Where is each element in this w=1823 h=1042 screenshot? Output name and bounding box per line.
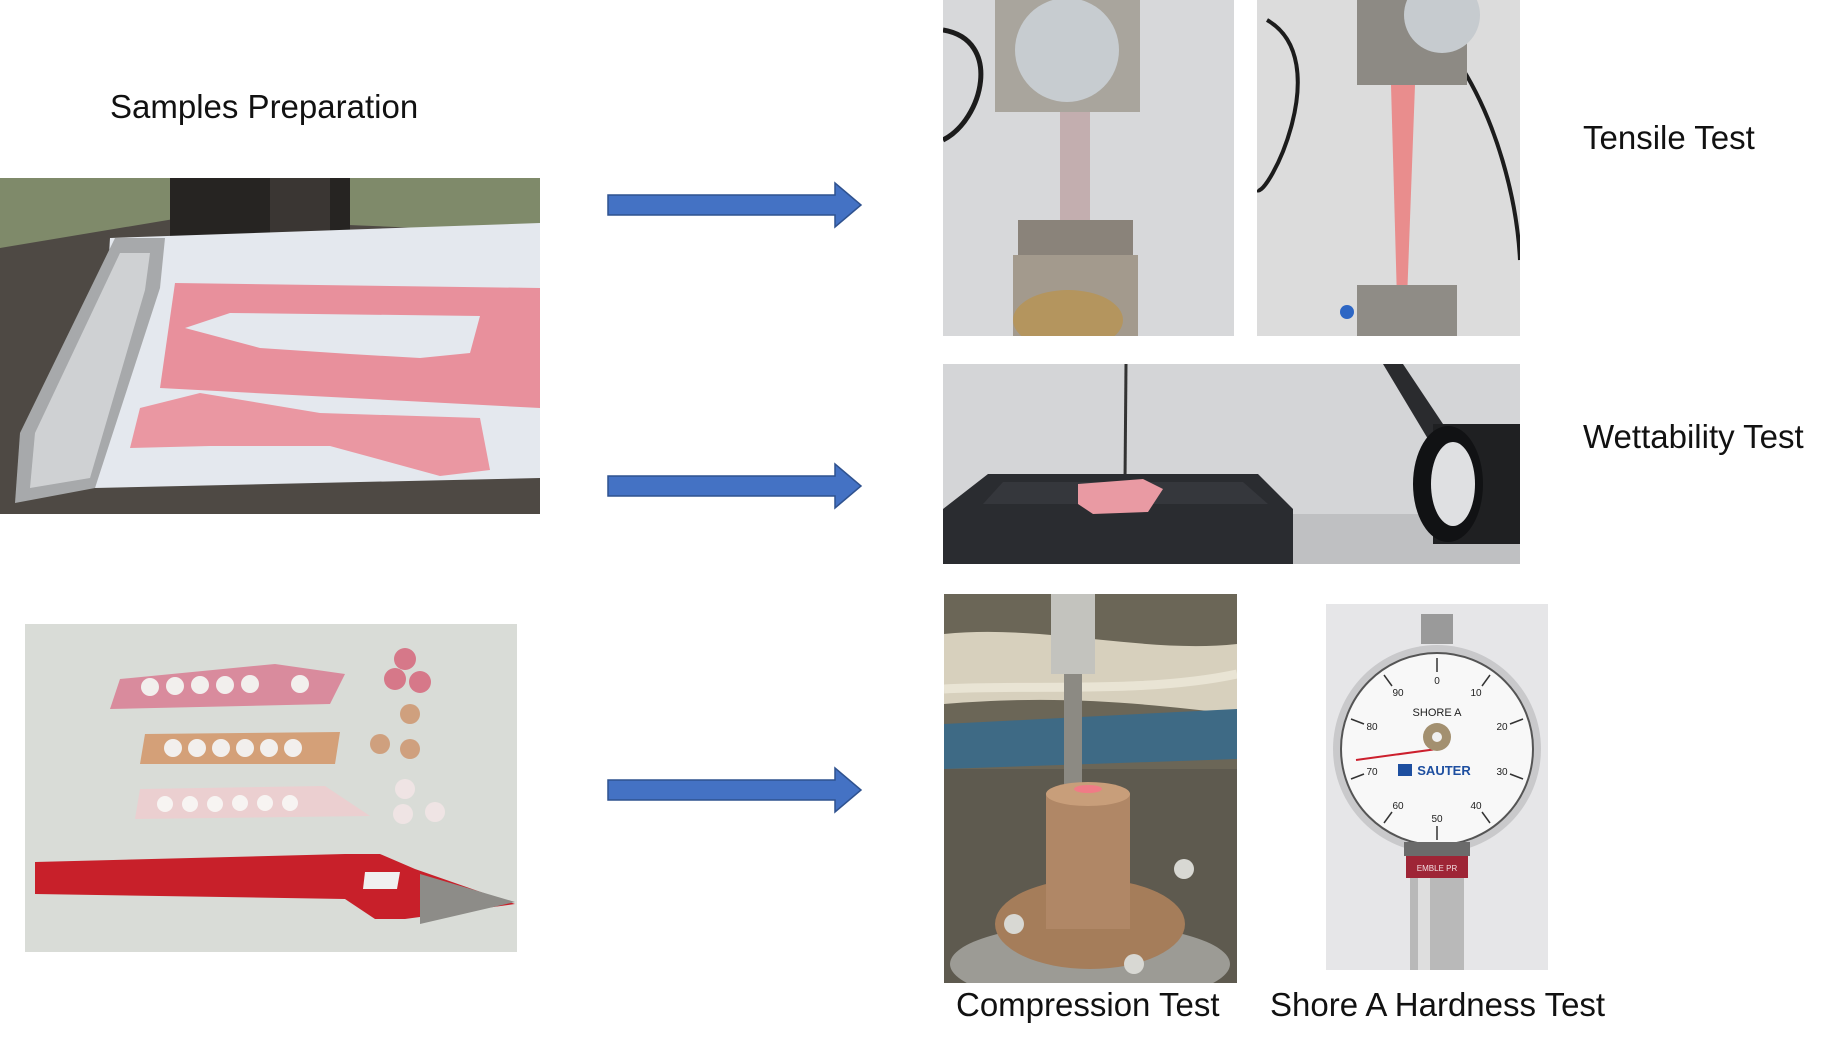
gauge-tick-90: 90 <box>1392 688 1404 699</box>
gauge-scale-label: SHORE A <box>1413 707 1463 719</box>
label-compression-test: Compression Test <box>956 986 1220 1023</box>
label-samples-preparation: Samples Preparation <box>110 88 419 125</box>
arrow-to-tensile <box>607 181 863 229</box>
gauge-tick-60: 60 <box>1392 801 1404 812</box>
photo-tensile-before <box>943 0 1234 336</box>
gauge-tick-10: 10 <box>1470 688 1482 699</box>
photo-shore-gauge: SHORE A 0 10 20 30 40 50 60 70 80 90 SAU… <box>1326 604 1548 970</box>
gauge-tick-0: 0 <box>1434 676 1440 687</box>
gauge-tick-50: 50 <box>1431 814 1443 825</box>
arrow-to-wettability <box>607 462 863 510</box>
arrow-to-compression <box>607 766 863 814</box>
gauge-brand: SAUTER <box>1417 763 1471 778</box>
photo-tensile-after <box>1257 0 1520 336</box>
gauge-tick-80: 80 <box>1366 722 1378 733</box>
photo-sample-cutting <box>0 178 540 514</box>
gauge-tick-40: 40 <box>1470 801 1482 812</box>
photo-compression <box>944 594 1237 983</box>
label-shore-hardness-test: Shore A Hardness Test <box>1270 986 1606 1023</box>
gauge-tick-30: 30 <box>1496 767 1508 778</box>
gauge-collar-text: EMBLE PR <box>1417 864 1458 873</box>
label-tensile-test: Tensile Test <box>1583 119 1755 156</box>
photo-punched-samples <box>25 624 517 952</box>
gauge-tick-20: 20 <box>1496 722 1508 733</box>
gauge-tick-70: 70 <box>1366 767 1378 778</box>
label-wettability-test: Wettability Test <box>1583 418 1804 455</box>
photo-wettability <box>943 364 1520 564</box>
